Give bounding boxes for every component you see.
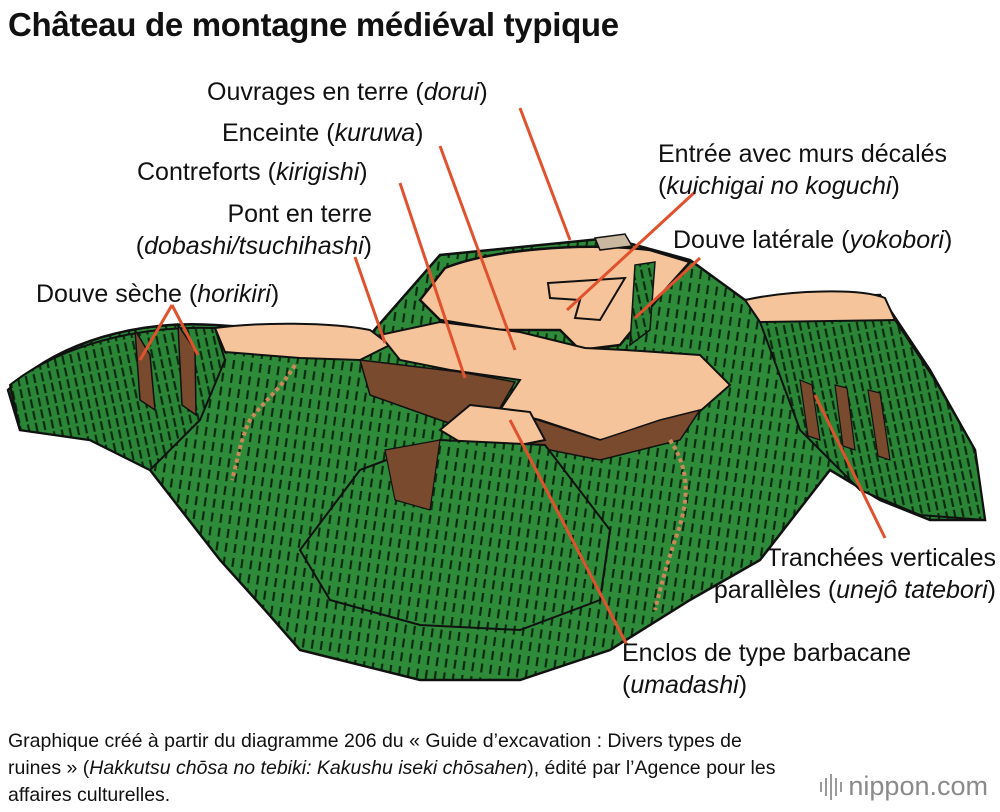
source-caption: Graphique créé à partir du diagramme 206… bbox=[8, 730, 776, 806]
inner-terrace bbox=[546, 276, 627, 322]
leader-umadashi bbox=[508, 419, 629, 646]
summit-gate bbox=[593, 233, 634, 251]
winding-path-right bbox=[653, 438, 688, 611]
label-kuruwa: Enceinte (kuruwa) bbox=[222, 119, 424, 147]
leader-dorui bbox=[518, 107, 572, 241]
diagram-title: Château de montagne médiéval typique bbox=[8, 6, 619, 43]
summit-trench bbox=[629, 261, 656, 347]
leader-kuruwa bbox=[438, 145, 517, 351]
leader-unejo bbox=[813, 394, 887, 539]
vertical-trench-1 bbox=[799, 379, 821, 441]
barbican-slope bbox=[298, 438, 612, 632]
dry-moat-trench-1 bbox=[134, 329, 156, 412]
brand-name: nippon.com bbox=[848, 771, 988, 801]
label-yokobori: Douve latérale (yokobori) bbox=[673, 226, 953, 254]
left-plateau bbox=[213, 322, 392, 362]
lateral-ditch bbox=[358, 359, 702, 461]
label-umadashi: Enclos de type barbacane(umadashi) bbox=[622, 639, 912, 699]
leader-lines bbox=[138, 107, 887, 646]
leader-yokobori bbox=[633, 256, 702, 320]
label-kuichigai: Entrée avec murs décalés(kuichigai no ko… bbox=[658, 140, 948, 200]
label-kirigishi: Contreforts (kirigishi) bbox=[137, 158, 368, 186]
leader-kirigishi bbox=[398, 182, 467, 379]
label-dorui: Ouvrages en terre (dorui) bbox=[207, 78, 488, 106]
brand-logo: nippon.com bbox=[820, 771, 988, 802]
leader-horikiri-1 bbox=[138, 304, 174, 361]
winding-path-left bbox=[230, 363, 297, 481]
leader-horikiri-2 bbox=[170, 304, 200, 356]
left-ridge bbox=[8, 326, 227, 472]
leader-dobashi bbox=[353, 256, 387, 344]
barbican-ditch bbox=[384, 439, 441, 511]
sound-bars-icon bbox=[820, 773, 843, 800]
label-dobashi: Pont en terre(dobashi/tsuchihashi) bbox=[135, 200, 372, 260]
vertical-trench-2 bbox=[834, 384, 856, 451]
leader-kuichigai bbox=[565, 190, 697, 312]
dry-moat-trench-2 bbox=[177, 322, 197, 417]
vertical-trench-3 bbox=[867, 389, 891, 461]
label-horikiri: Douve sèche (horikiri) bbox=[36, 280, 280, 308]
